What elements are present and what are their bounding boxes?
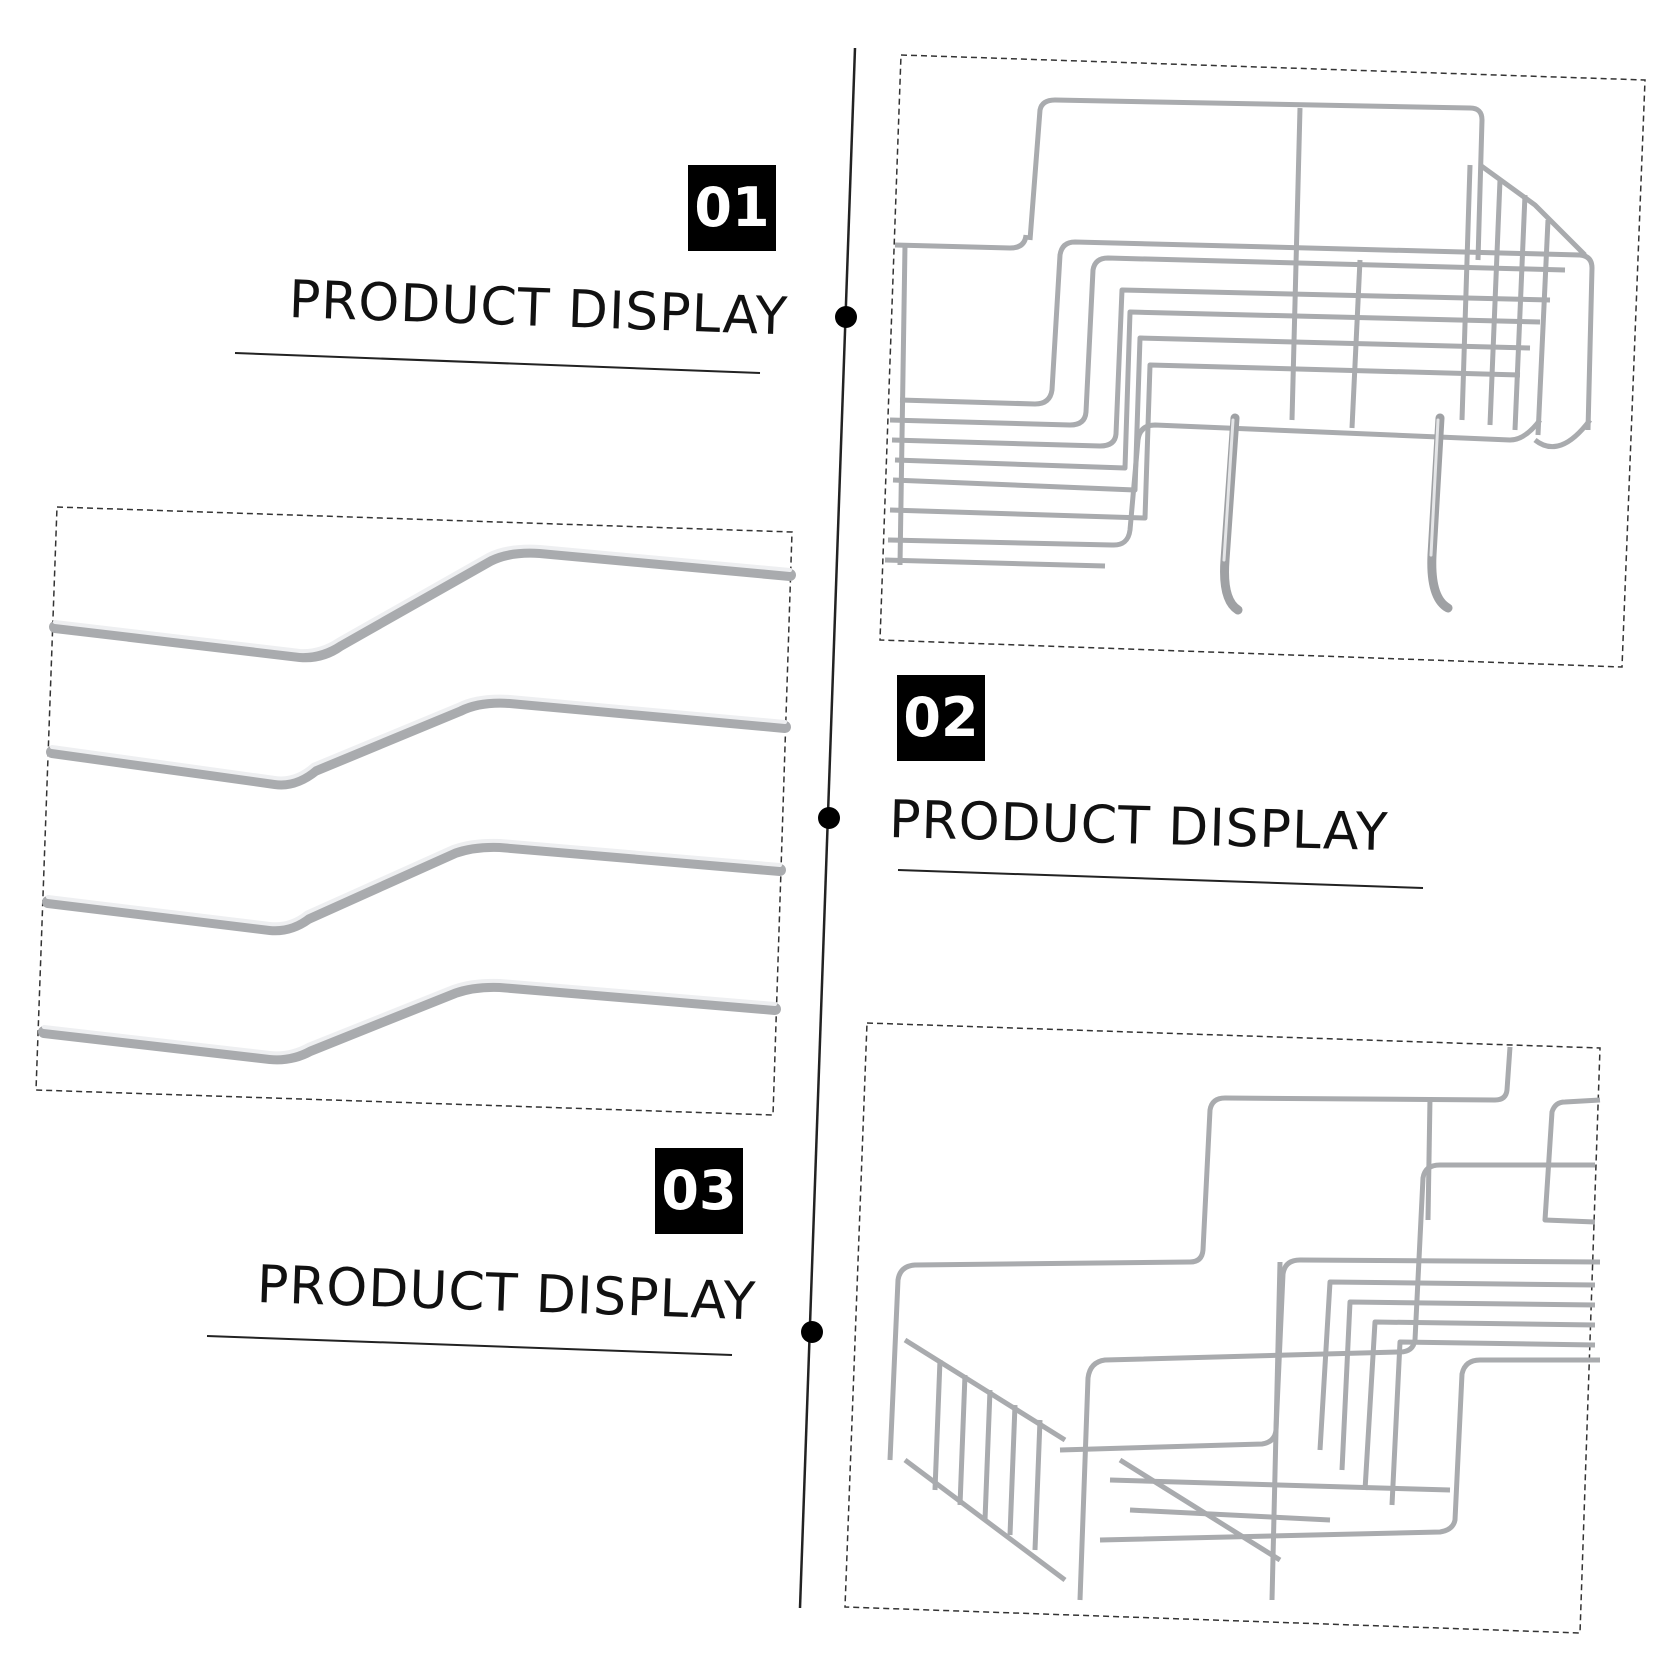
timeline-dot-1	[835, 306, 857, 328]
product-image-top-right	[879, 54, 1646, 668]
section-number-badge-2: 02	[897, 675, 985, 761]
image-frame-1	[879, 54, 1646, 668]
image-frame-2	[35, 506, 793, 1116]
timeline-dot-2	[818, 807, 840, 829]
section-number-badge-1: 01	[688, 165, 776, 251]
section-number-2: 02	[903, 686, 979, 749]
timeline-dot-3	[801, 1321, 823, 1343]
section-number-1: 01	[694, 176, 770, 239]
product-image-left-closeup	[35, 506, 796, 1116]
underline-3	[206, 1335, 733, 1356]
product-image-bottom-right	[844, 1022, 1601, 1634]
image-frame-3	[844, 1022, 1601, 1634]
section-number-3: 03	[661, 1159, 737, 1222]
underline-2	[897, 869, 1424, 889]
section-number-badge-3: 03	[655, 1148, 743, 1234]
underline-1	[234, 352, 761, 374]
